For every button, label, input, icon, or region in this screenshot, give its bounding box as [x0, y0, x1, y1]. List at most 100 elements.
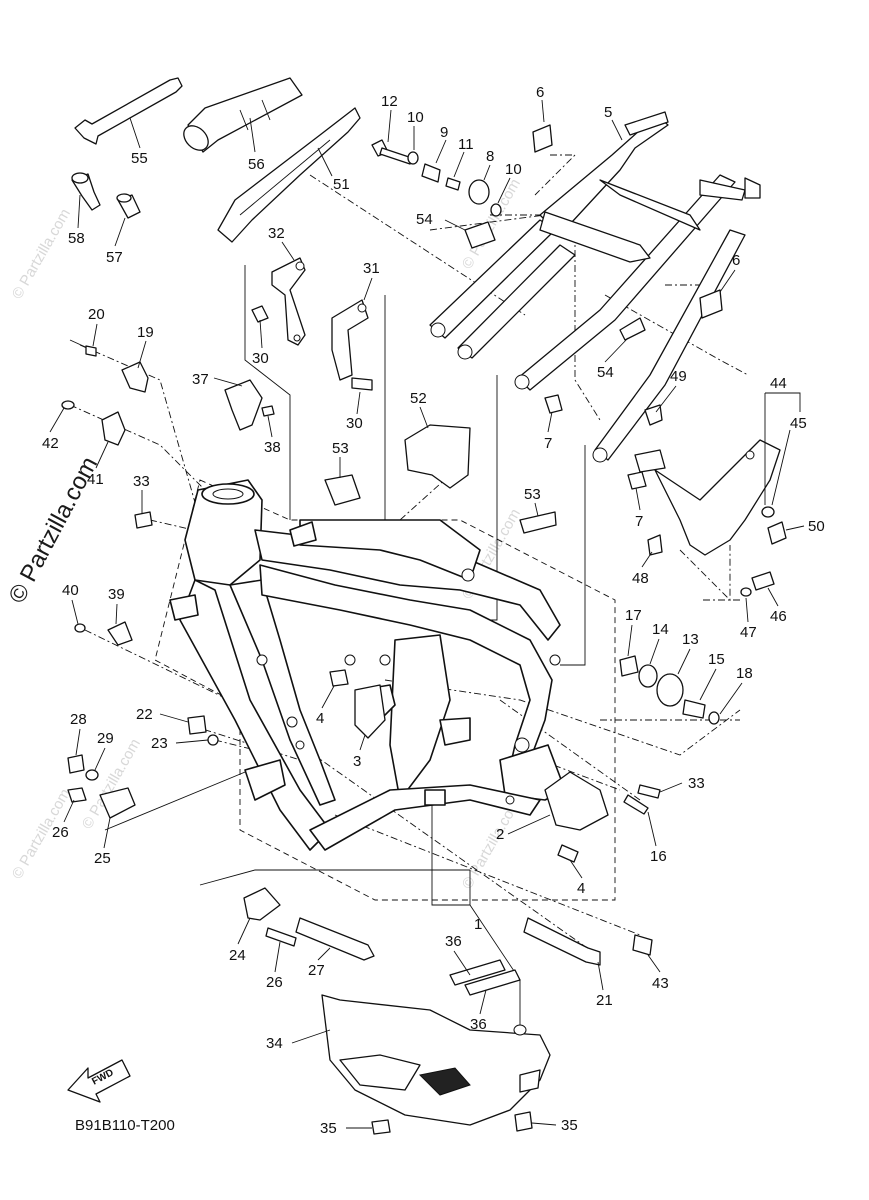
bolt-7b — [627, 471, 647, 490]
callout-17: 17 — [625, 607, 642, 624]
bolt-21 — [523, 917, 601, 966]
bracket-32 — [271, 257, 306, 346]
callout-32: 32 — [268, 225, 285, 242]
bracket-25 — [99, 787, 136, 819]
callout-55: 55 — [131, 150, 148, 167]
callout-19: 19 — [137, 324, 154, 341]
callout-11: 11 — [458, 136, 474, 153]
callout-20: 20 — [88, 306, 105, 323]
nut-22 — [187, 715, 207, 735]
callout-35b: 35 — [561, 1117, 578, 1134]
callout-41: 41 — [87, 471, 104, 488]
callout-22: 22 — [136, 706, 153, 723]
callout-51: 51 — [333, 176, 350, 193]
callout-7: 7 — [544, 435, 552, 452]
callout-36: 36 — [445, 933, 462, 950]
bushing-13 — [656, 673, 684, 707]
clamp-41 — [101, 411, 126, 446]
collar-45 — [761, 506, 775, 518]
pad-36-upper — [449, 959, 506, 986]
bracket-37 — [224, 379, 263, 431]
washer-29 — [85, 769, 99, 781]
callout-4b: 4 — [577, 880, 585, 897]
callout-24: 24 — [229, 947, 246, 964]
callout-15: 15 — [708, 651, 725, 668]
sensor-20 — [69, 339, 97, 357]
bolt-42 — [61, 400, 75, 410]
valve-tool-58 — [71, 172, 101, 211]
diagram-code: B91B110-T200 — [75, 1117, 175, 1134]
bracket-24 — [243, 887, 281, 921]
callout-16: 16 — [650, 848, 667, 865]
callout-50: 50 — [808, 518, 825, 535]
callout-10: 10 — [407, 109, 424, 126]
label-6-upper — [532, 124, 553, 153]
skid-plate-34 — [321, 994, 551, 1126]
callout-54b: 54 — [597, 364, 614, 381]
bolt-30-lower — [351, 377, 373, 391]
chain-guide — [217, 107, 361, 243]
valve-tool-57 — [116, 193, 141, 219]
leader-seat-rail — [244, 265, 291, 520]
callout-18: 18 — [736, 665, 753, 682]
clip-54-lower — [619, 317, 646, 341]
callout-30: 30 — [252, 350, 269, 367]
callout-36b: 36 — [470, 1016, 487, 1033]
bolt-4-right — [557, 844, 579, 863]
socket-tool — [183, 77, 303, 153]
bolt-7a — [544, 394, 563, 414]
bolt-26-bottom — [265, 927, 297, 947]
bolt-27 — [295, 917, 375, 961]
bolt-16 — [623, 794, 649, 815]
nut-28 — [67, 754, 85, 774]
callout-43: 43 — [652, 975, 669, 992]
callout-53b: 53 — [524, 486, 541, 503]
callout-31: 31 — [363, 260, 380, 277]
washer-23 — [207, 734, 219, 746]
callout-28: 28 — [70, 711, 87, 728]
callout-46: 46 — [770, 608, 787, 625]
callout-1: 1 — [474, 916, 482, 933]
callout-53: 53 — [332, 440, 349, 457]
bolt-40 — [74, 623, 86, 633]
callout-35: 35 — [320, 1120, 337, 1137]
callout-leaders — [49, 99, 805, 1129]
callout-2: 2 — [496, 826, 504, 843]
bolt-33-right — [637, 784, 661, 799]
bolt-30-upper — [251, 305, 269, 323]
bolt-4-left — [329, 669, 349, 687]
callout-3: 3 — [353, 753, 361, 770]
callout-labels: 55 56 51 58 57 12 10 9 11 8 10 6 5 54 6 … — [42, 84, 825, 1137]
bracket-31 — [331, 299, 369, 381]
watermark-faint: © Partzilla.com — [9, 206, 74, 302]
callout-52: 52 — [410, 390, 427, 407]
callout-48: 48 — [632, 570, 649, 587]
callout-10b: 10 — [505, 161, 522, 178]
chain-guard-44 — [634, 439, 781, 556]
callout-58: 58 — [68, 230, 85, 247]
callout-40: 40 — [62, 582, 79, 599]
callout-4: 4 — [316, 710, 324, 727]
callout-42: 42 — [42, 435, 59, 452]
callout-13: 13 — [682, 631, 699, 648]
nut-17 — [619, 655, 639, 677]
spanner-wrench — [74, 77, 183, 145]
bolt-33-left — [134, 511, 153, 529]
callout-5: 5 — [604, 104, 612, 121]
collar-9 — [421, 163, 441, 183]
bolt-50 — [767, 521, 787, 545]
callout-56: 56 — [248, 156, 265, 173]
washer-18 — [708, 711, 720, 725]
bushing-8 — [468, 179, 490, 205]
pin-43 — [632, 934, 653, 956]
callout-39: 39 — [108, 586, 125, 603]
callout-33b: 33 — [688, 775, 705, 792]
bushing-14 — [638, 664, 658, 688]
clip-48 — [647, 534, 663, 556]
callout-26: 26 — [52, 824, 69, 841]
washer-10b — [490, 203, 502, 217]
callout-9: 9 — [440, 124, 448, 141]
bolt-35-left — [371, 1119, 391, 1135]
callout-57: 57 — [106, 249, 123, 266]
